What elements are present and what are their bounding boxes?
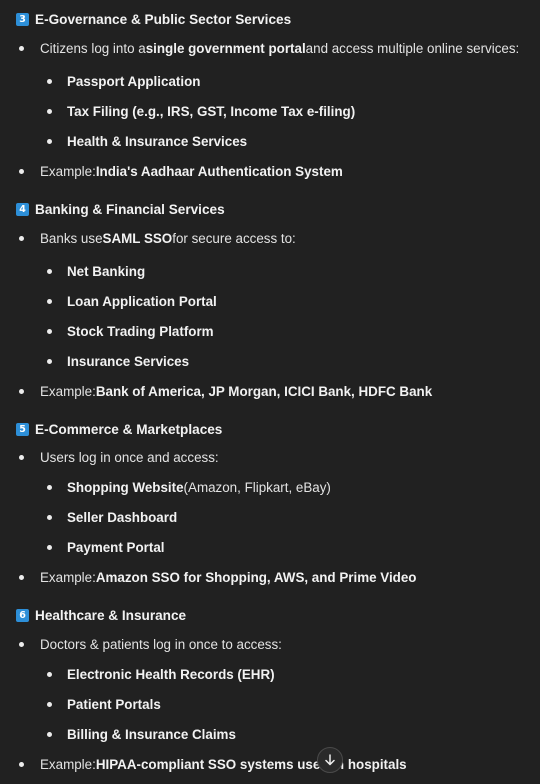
item-label: Seller Dashboard	[67, 509, 178, 525]
bullet-icon	[19, 455, 24, 460]
list-item: Shopping Website (Amazon, Flipkart, eBay…	[47, 477, 331, 497]
bullet-icon	[47, 139, 52, 144]
list-item-intro: Citizens log into a single government po…	[19, 38, 520, 58]
list-item-example: Example: Amazon SSO for Shopping, AWS, a…	[19, 567, 417, 587]
example-text: Amazon SSO for Shopping, AWS, and Prime …	[95, 569, 417, 585]
intro-text-end: for secure access to:	[172, 230, 296, 246]
example-text: India's Aadhaar Authentication System	[95, 163, 343, 179]
item-label: Net Banking	[67, 263, 146, 279]
example-label: Example:	[40, 163, 96, 179]
list-item-example: Example: Bank of America, JP Morgan, ICI…	[19, 381, 433, 401]
bullet-icon	[19, 389, 24, 394]
item-label: Electronic Health Records (EHR)	[67, 666, 275, 682]
number-badge-icon: 6	[16, 608, 29, 622]
list-item: Net Banking	[47, 261, 146, 281]
number-badge-icon: 4	[16, 202, 29, 216]
list-item: Health & Insurance Services	[47, 131, 248, 151]
scroll-to-bottom-button[interactable]	[317, 747, 343, 773]
list-item-intro: Users log in once and access:	[19, 447, 219, 467]
bullet-icon	[47, 359, 52, 364]
bullet-icon	[19, 46, 24, 51]
intro-text: Doctors & patients log in once to access…	[40, 636, 282, 652]
bullet-icon	[19, 642, 24, 647]
item-label: Patient Portals	[67, 696, 161, 712]
bullet-icon	[47, 515, 52, 520]
intro-text: Citizens log into a	[40, 40, 146, 56]
section-heading: 5 E-Commerce & Marketplaces	[16, 419, 222, 439]
list-item: Tax Filing (e.g., IRS, GST, Income Tax e…	[47, 101, 356, 121]
section-heading: 6 Healthcare & Insurance	[16, 605, 186, 625]
bullet-icon	[47, 269, 52, 274]
list-item: Billing & Insurance Claims	[47, 724, 236, 744]
item-label: Tax Filing (e.g., IRS, GST, Income Tax e…	[67, 103, 356, 119]
intro-text-end: and access multiple online services:	[305, 40, 520, 56]
list-item-example: Example: HIPAA-compliant SSO systems use…	[19, 754, 407, 774]
bullet-icon	[47, 672, 52, 677]
bullet-icon	[19, 169, 24, 174]
bullet-icon	[19, 762, 24, 767]
number-badge-icon: 3	[16, 12, 29, 26]
list-item: Passport Application	[47, 71, 201, 91]
item-label: Shopping Website	[67, 479, 184, 495]
intro-text: Banks use	[40, 230, 103, 246]
example-label: Example:	[40, 756, 96, 772]
section-title: E-Governance & Public Sector Services	[35, 11, 292, 27]
intro-bold-text: SAML SSO	[102, 230, 173, 246]
list-item-intro: Banks use SAML SSO for secure access to:	[19, 228, 296, 248]
bullet-icon	[47, 329, 52, 334]
item-detail: (Amazon, Flipkart, eBay)	[183, 479, 331, 495]
list-item: Patient Portals	[47, 694, 161, 714]
item-label: Passport Application	[67, 73, 201, 89]
list-item: Seller Dashboard	[47, 507, 178, 527]
item-label: Billing & Insurance Claims	[67, 726, 236, 742]
example-text: HIPAA-compliant SSO systems used in hosp…	[95, 756, 407, 772]
list-item: Payment Portal	[47, 537, 165, 557]
example-text: Bank of America, JP Morgan, ICICI Bank, …	[95, 383, 433, 399]
bullet-icon	[47, 702, 52, 707]
section-heading: 3 E-Governance & Public Sector Services	[16, 9, 291, 29]
example-label: Example:	[40, 569, 96, 585]
bullet-icon	[47, 299, 52, 304]
bullet-icon	[47, 545, 52, 550]
item-label: Payment Portal	[67, 539, 165, 555]
bullet-icon	[47, 79, 52, 84]
list-item: Loan Application Portal	[47, 291, 217, 311]
item-label: Loan Application Portal	[67, 293, 217, 309]
item-label: Insurance Services	[67, 353, 190, 369]
list-item-example: Example: India's Aadhaar Authentication …	[19, 161, 343, 181]
number-badge-icon: 5	[16, 422, 29, 436]
list-item: Insurance Services	[47, 351, 190, 371]
section-heading: 4 Banking & Financial Services	[16, 199, 225, 219]
bullet-icon	[19, 236, 24, 241]
bullet-icon	[47, 109, 52, 114]
section-title: Healthcare & Insurance	[35, 607, 187, 623]
list-item: Electronic Health Records (EHR)	[47, 664, 275, 684]
bullet-icon	[47, 485, 52, 490]
bullet-icon	[47, 732, 52, 737]
item-label: Stock Trading Platform	[67, 323, 214, 339]
intro-bold-text: single government portal	[145, 40, 306, 56]
intro-text: Users log in once and access:	[40, 449, 219, 465]
arrow-down-icon	[325, 754, 335, 766]
section-title: Banking & Financial Services	[35, 201, 225, 217]
list-item-intro: Doctors & patients log in once to access…	[19, 634, 282, 654]
item-label: Health & Insurance Services	[67, 133, 248, 149]
section-title: E-Commerce & Marketplaces	[35, 421, 223, 437]
example-label: Example:	[40, 383, 96, 399]
list-item: Stock Trading Platform	[47, 321, 214, 341]
bullet-icon	[19, 575, 24, 580]
